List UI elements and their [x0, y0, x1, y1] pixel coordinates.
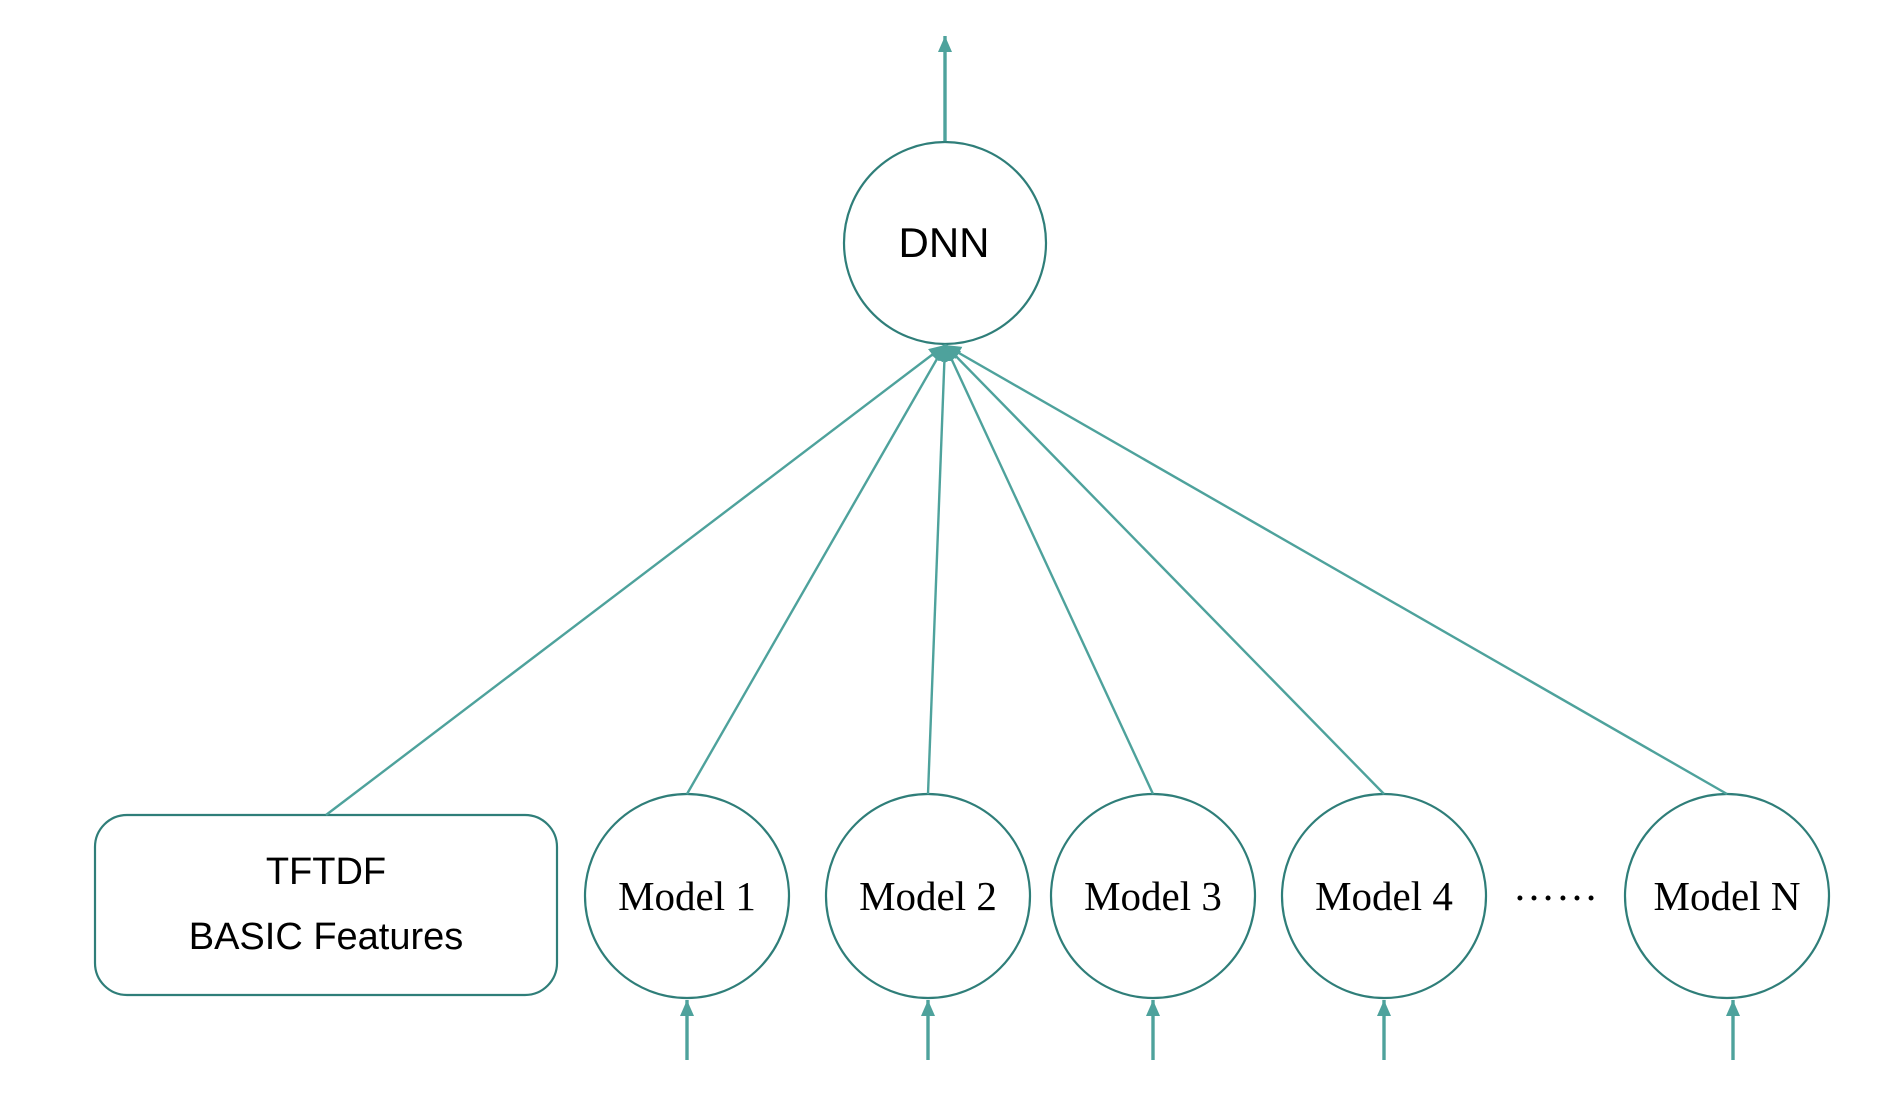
ellipsis-label: …… — [1513, 864, 1599, 910]
feature-box-label-line1: TFTDF — [266, 851, 386, 893]
model-1-label: Model 1 — [618, 873, 756, 919]
connectors-to-dnn — [325, 343, 1728, 816]
connector-featurebox-to-dnn — [325, 344, 946, 816]
node-dnn: DNN — [842, 140, 1048, 346]
feature-box-label-line2: BASIC Features — [189, 916, 464, 958]
dnn-label: DNN — [899, 219, 990, 266]
connector-model1-to-dnn — [685, 344, 947, 795]
feature-box-shape — [93, 813, 559, 997]
node-model-4: Model 4 — [1280, 792, 1488, 1000]
model-n-label: Model N — [1654, 873, 1801, 919]
model-4-label: Model 4 — [1315, 873, 1453, 919]
dnn-circle — [842, 140, 1048, 346]
model-3-label: Model 3 — [1084, 873, 1222, 919]
node-model-n: Model N — [1623, 792, 1831, 1000]
node-model-1: Model 1 — [583, 792, 791, 1000]
node-model-2: Model 2 — [824, 792, 1032, 1000]
connector-modeln-to-dnn — [944, 343, 1728, 796]
connector-model2-to-dnn — [926, 344, 952, 795]
node-model-3: Model 3 — [1049, 792, 1257, 1000]
connector-model3-to-dnn — [943, 344, 1155, 795]
model-2-label: Model 2 — [859, 873, 997, 919]
node-feature-box: TFTDF BASIC Features — [93, 813, 559, 997]
model-input-arrows — [680, 1000, 1740, 1060]
connector-model4-to-dnn — [944, 344, 1385, 795]
